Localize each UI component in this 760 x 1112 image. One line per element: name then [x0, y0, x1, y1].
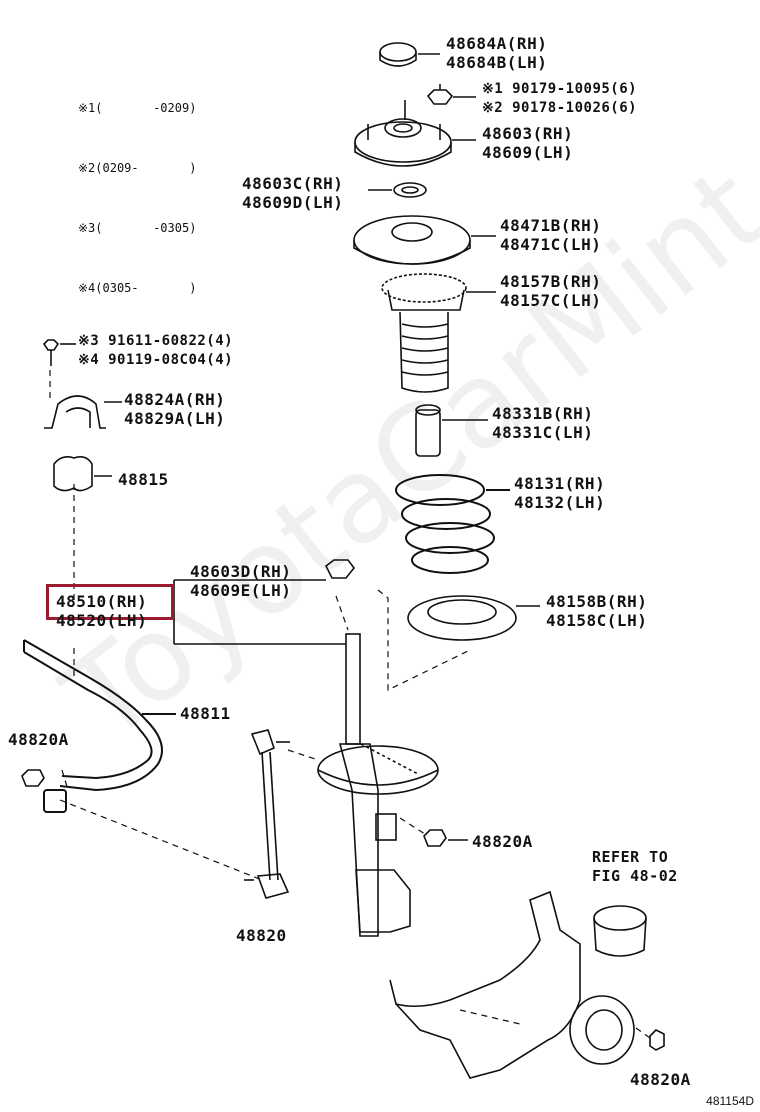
assembly-guide-lines	[49, 370, 651, 1039]
washer-part	[368, 182, 427, 198]
bracket-bolt-part	[42, 339, 76, 366]
stabilizer-bushing-part	[53, 456, 112, 492]
part-label-48824[interactable]: 48824A(RH)48829A(LH)	[124, 390, 226, 428]
part-label-bolt[interactable]: ※1 90179-10095(6)※2 90178-10026(6)	[482, 81, 638, 116]
shock-absorber-part	[173, 559, 439, 937]
nut-mid-part	[423, 829, 468, 847]
figure-code: 481154D	[706, 1094, 754, 1108]
legend-row-2: ※2(0209- )	[78, 161, 197, 175]
part-label-48684[interactable]: 48684A(RH)48684B(LH)	[446, 34, 548, 72]
part-label-48820a-mid[interactable]: 48820A	[472, 832, 533, 851]
part-label-48158[interactable]: 48158B(RH)48158C(LH)	[546, 592, 648, 630]
part-label-48331[interactable]: 48331B(RH)48331C(LH)	[492, 404, 594, 442]
part-label-48811[interactable]: 48811	[180, 704, 231, 723]
legend-row-3: ※3( -0305)	[78, 221, 197, 235]
bump-stopper-part	[415, 404, 488, 457]
legend-row-4: ※4(0305- )	[78, 281, 197, 295]
part-label-48820[interactable]: 48820	[236, 926, 287, 945]
stabilizer-link-part	[244, 729, 290, 899]
part-label-48471[interactable]: 48471B(RH)48471C(LH)	[500, 216, 602, 254]
legend-row-1: ※1( -0209)	[78, 101, 197, 115]
part-label-48603[interactable]: 48603(RH)48609(LH)	[482, 124, 574, 162]
steering-knuckle-part	[389, 890, 665, 1079]
mount-nut-part	[426, 84, 476, 105]
part-label-48131[interactable]: 48131(RH)48132(LH)	[514, 474, 606, 512]
part-label-91611[interactable]: ※3 91611-60822(4)※4 90119-08C04(4)	[78, 333, 234, 368]
part-label-48815[interactable]: 48815	[118, 470, 169, 489]
nut-left-part	[21, 769, 45, 787]
part-label-48510[interactable]: 48510(RH)48520(LH)	[56, 592, 148, 630]
dust-boot-part	[381, 273, 496, 393]
stabilizer-bar-part	[23, 639, 176, 813]
coil-spring-part	[395, 474, 510, 574]
stabilizer-bracket-part	[44, 395, 122, 429]
part-label-48603d[interactable]: 48603D(RH)48609E(LH)	[190, 562, 292, 600]
legend: ※1( -0209) ※2(0209- ) ※3( -0305) ※4(0305…	[78, 58, 196, 338]
part-label-48603c[interactable]: 48603C(RH)48609D(LH)	[242, 174, 344, 212]
upper-spring-seat-part	[353, 215, 496, 265]
part-label-48157[interactable]: 48157B(RH)48157C(LH)	[500, 272, 602, 310]
strut-mount-part	[354, 100, 476, 167]
dust-cap-part	[379, 42, 440, 67]
lower-spring-insulator-part	[407, 595, 540, 641]
highlight-box	[46, 584, 174, 620]
part-label-48820a-bottom[interactable]: 48820A	[630, 1070, 691, 1089]
part-label-48820a-left[interactable]: 48820A	[8, 730, 69, 749]
